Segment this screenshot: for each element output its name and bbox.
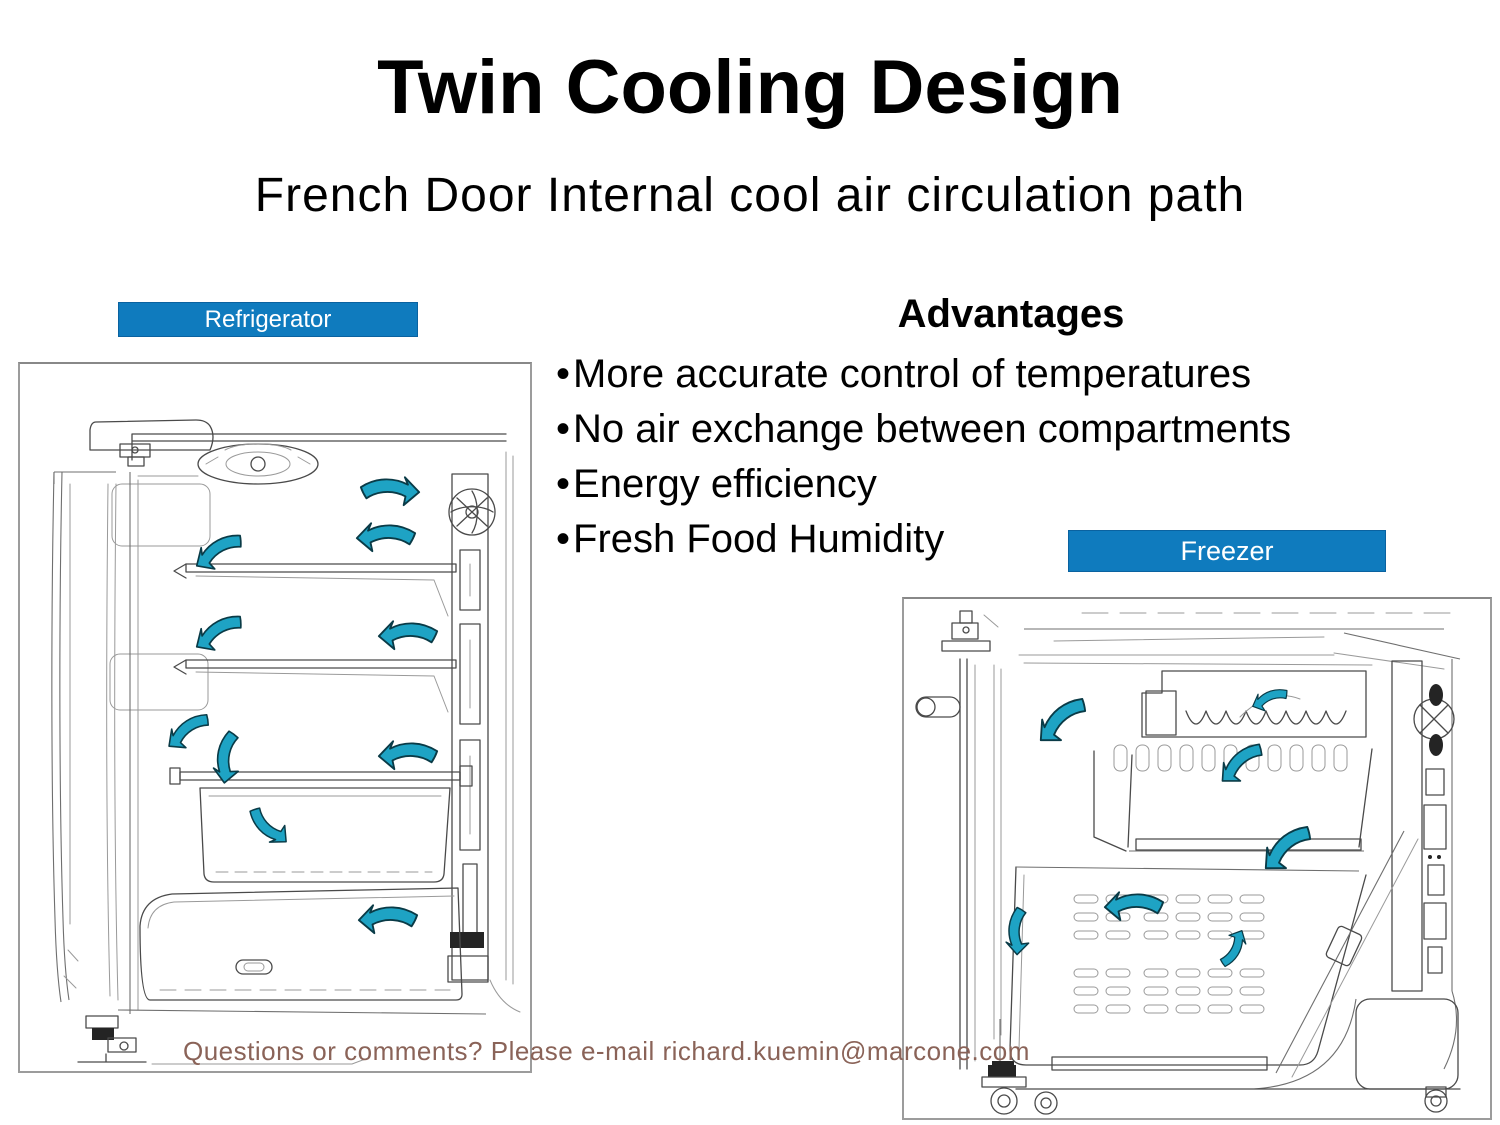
airflow-arrow-icon: [357, 904, 419, 935]
fridge-bottom-bin: [139, 887, 463, 1001]
advantage-item: Fresh Food Humidity: [556, 512, 1356, 567]
airflow-arrow-icon: [1004, 906, 1033, 957]
airflow-arrow-icon: [189, 526, 250, 577]
freezer-ice-maker: [1113, 670, 1367, 772]
refrigerator-label-text: Refrigerator: [204, 305, 332, 333]
refrigerator-diagram: [51, 419, 521, 1065]
fridge-cabinet: [119, 433, 507, 1014]
airflow-arrow-icon: [210, 728, 246, 786]
fridge-evaporator-duct: [447, 451, 521, 1013]
freezer-door: [915, 610, 1014, 1071]
freezer-upper-bin: [1093, 748, 1373, 852]
airflow-arrow-icon: [377, 620, 439, 651]
freezer-base-wheels: [981, 1065, 1461, 1115]
airflow-arrows: [1004, 683, 1320, 971]
airflow-arrow-icon: [1030, 690, 1095, 752]
freezer-diagram-panel: [902, 597, 1492, 1120]
fridge-shelf: [173, 563, 457, 617]
freezer-cabinet-top: [1018, 612, 1461, 991]
freezer-lower-basket: [1009, 866, 1367, 1071]
fridge-shelf: [173, 659, 457, 713]
page-title: Twin Cooling Design: [377, 45, 1123, 130]
fridge-door: [51, 419, 214, 1003]
fridge-fan: [448, 488, 496, 536]
airflow-arrow-icon: [1213, 736, 1271, 791]
advantages-section: Advantages More accurate control of temp…: [556, 292, 1356, 567]
refrigerator-label: Refrigerator: [118, 302, 418, 337]
airflow-arrow-icon: [1255, 818, 1320, 880]
airflow-arrow-icon: [161, 707, 217, 756]
advantage-item: More accurate control of temperatures: [556, 347, 1356, 402]
freezer-diagram: [915, 610, 1461, 1115]
advantage-item: No air exchange between compartments: [556, 402, 1356, 457]
airflow-arrow-icon: [243, 800, 295, 851]
advantages-heading: Advantages: [897, 292, 1125, 336]
footer-contact-text: Questions or comments? Please e-mail ric…: [183, 1036, 1030, 1066]
advantages-list: More accurate control of temperatures No…: [556, 347, 1356, 567]
page-subtitle: French Door Internal cool air circulatio…: [254, 169, 1246, 222]
airflow-arrow-icon: [1213, 925, 1252, 971]
freezer-evaporator-duct: [1391, 660, 1458, 1070]
airflow-arrow-icon: [189, 607, 250, 658]
fridge-crisper-drawer: [169, 765, 473, 883]
airflow-arrow-icon: [1103, 891, 1165, 922]
fridge-damper-housing: [197, 443, 319, 485]
airflow-arrow-icon: [377, 740, 439, 771]
freezer-compressor-bay: [1253, 830, 1459, 1090]
airflow-arrow-icon: [1248, 683, 1292, 715]
advantage-item: Energy efficiency: [556, 457, 1356, 512]
fridge-base-hinge: [77, 1009, 487, 1065]
airflow-arrow-icon: [359, 476, 421, 507]
airflow-arrow-icon: [355, 522, 417, 553]
refrigerator-diagram-panel: [18, 362, 532, 1073]
